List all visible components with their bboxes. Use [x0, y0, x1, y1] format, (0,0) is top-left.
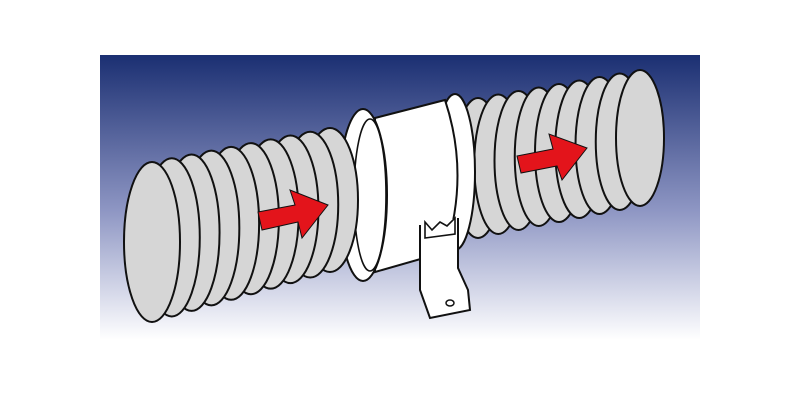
airflow-in-arrow-icon — [257, 189, 329, 240]
duct-rib — [615, 69, 665, 207]
airflow-out-arrow-icon — [516, 133, 588, 182]
left-flexible-duct — [123, 127, 359, 323]
fan-stand-hole-icon — [445, 299, 455, 307]
duct-rib — [123, 161, 181, 323]
fan-stand-clip — [424, 216, 456, 239]
fan-stand — [419, 218, 472, 320]
